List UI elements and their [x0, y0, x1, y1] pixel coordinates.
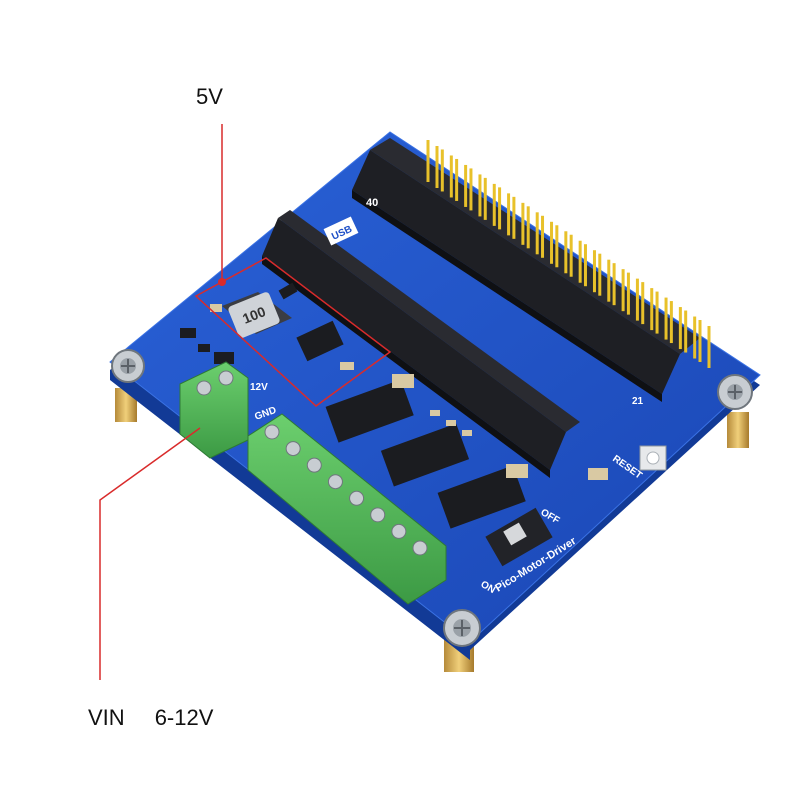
pin-header-40	[352, 138, 711, 402]
female-header	[262, 210, 580, 478]
terminal-screw	[327, 474, 343, 490]
terminal-screw	[285, 441, 301, 457]
terminal-screw	[412, 540, 428, 556]
power-terminal-block	[179, 361, 249, 459]
reset-button[interactable]	[639, 445, 667, 471]
vin-callout-label: VIN 6-12V	[88, 705, 213, 731]
callout-5v	[218, 124, 226, 286]
driver-ics	[325, 379, 526, 529]
power-switch[interactable]	[485, 507, 553, 567]
callout-vin	[99, 427, 201, 680]
terminal-screw	[370, 507, 386, 523]
motor-terminal-block	[247, 413, 447, 605]
regulator-area: 100	[194, 257, 392, 407]
smd-components	[180, 328, 608, 480]
vin-range: 6-12V	[154, 705, 214, 730]
terminal-screw	[264, 424, 280, 440]
pin-40-label: 40	[366, 197, 378, 209]
vin-label: VIN	[88, 705, 125, 730]
terminal-screw	[349, 490, 365, 506]
5v-highlight-box	[194, 257, 392, 407]
5v-callout-label: 5V	[196, 84, 223, 109]
terminal-screw	[391, 523, 407, 539]
12v-label: 12V	[250, 382, 268, 393]
terminal-screw	[306, 457, 322, 473]
pin-21-label: 21	[632, 396, 644, 407]
header-pins	[426, 140, 711, 368]
mounting-screws	[111, 349, 753, 647]
terminal-screws	[264, 424, 428, 556]
